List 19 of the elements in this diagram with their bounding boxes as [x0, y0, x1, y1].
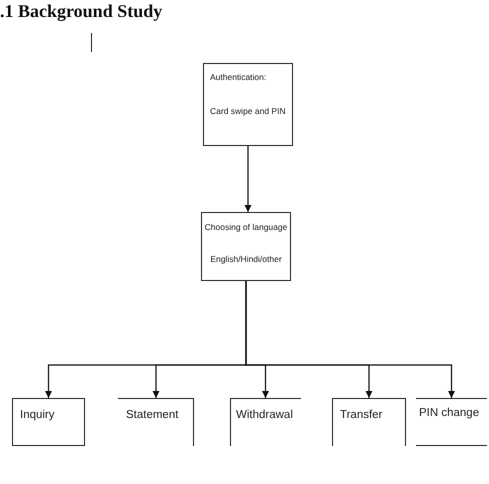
process-box: [118, 398, 194, 446]
section-heading: .1 Background Study: [0, 1, 162, 22]
box-label: Withdrawal: [236, 409, 294, 422]
arrow: [244, 146, 252, 212]
process-box: [332, 398, 406, 446]
process-box: [416, 398, 487, 446]
box-label: Card swipe and PIN: [210, 106, 286, 117]
box-label: Inquiry: [20, 409, 56, 422]
box-label: PIN change: [419, 407, 480, 420]
box-label: Statement: [126, 409, 180, 422]
box-heading: Choosing of language: [204, 223, 288, 233]
arrow: [245, 281, 455, 398]
box-label: English/Hindi/other: [209, 254, 283, 265]
box-heading: Authentication:: [210, 73, 268, 83]
process-box: [201, 212, 291, 281]
box-label: Transfer: [340, 409, 384, 422]
process-box: [203, 63, 293, 146]
process-box: [12, 398, 85, 446]
process-box: [230, 398, 301, 446]
